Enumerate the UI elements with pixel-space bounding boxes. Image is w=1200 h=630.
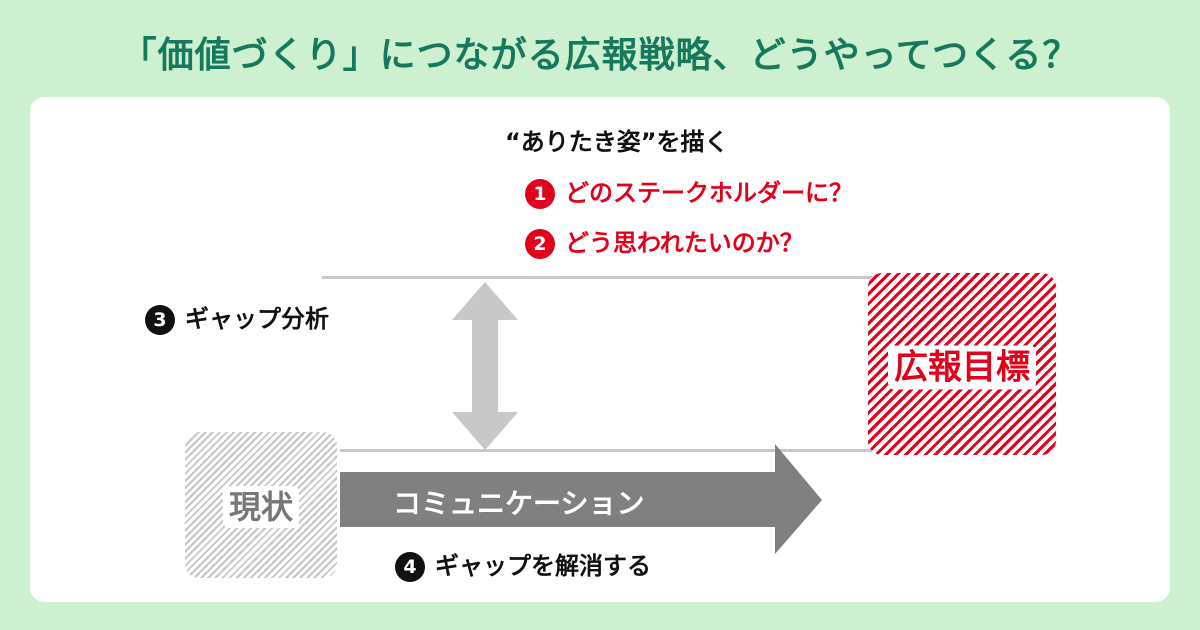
ideal-item-2: 2 どう思われたいのか？ bbox=[525, 223, 804, 259]
ideal-heading: “ありたき姿”を描く bbox=[505, 128, 729, 156]
number-4-icon: 4 bbox=[395, 552, 425, 582]
gap-analysis-label: 3 ギャップ分析 bbox=[145, 299, 329, 335]
double-arrow-icon bbox=[452, 282, 518, 450]
goal-label: 広報目標 bbox=[888, 345, 1036, 390]
gap-resolve-text: ギャップを解消する bbox=[435, 552, 651, 580]
communication-label: コミュニケーション bbox=[393, 487, 645, 520]
goal-box: 広報目標 bbox=[868, 273, 1056, 455]
ideal-item-text: どう思われたいのか？ bbox=[565, 229, 804, 257]
current-line bbox=[340, 449, 875, 452]
current-label: 現状 bbox=[222, 486, 299, 528]
current-box: 現状 bbox=[185, 432, 337, 578]
ideal-item-1: 1 どのステークホルダーに？ bbox=[525, 173, 853, 209]
gap-analysis-text: ギャップ分析 bbox=[185, 305, 329, 333]
page-title: 「価値づくり」につながる広報戦略、どうやってつくる？ bbox=[120, 35, 1080, 76]
gap-resolve-label: 4 ギャップを解消する bbox=[395, 546, 651, 582]
ideal-line bbox=[322, 276, 877, 279]
ideal-item-text: どのステークホルダーに？ bbox=[565, 179, 853, 207]
number-1-icon: 1 bbox=[525, 179, 555, 209]
number-2-icon: 2 bbox=[525, 229, 555, 259]
number-3-icon: 3 bbox=[145, 305, 175, 335]
communication-arrow-icon bbox=[340, 444, 822, 554]
